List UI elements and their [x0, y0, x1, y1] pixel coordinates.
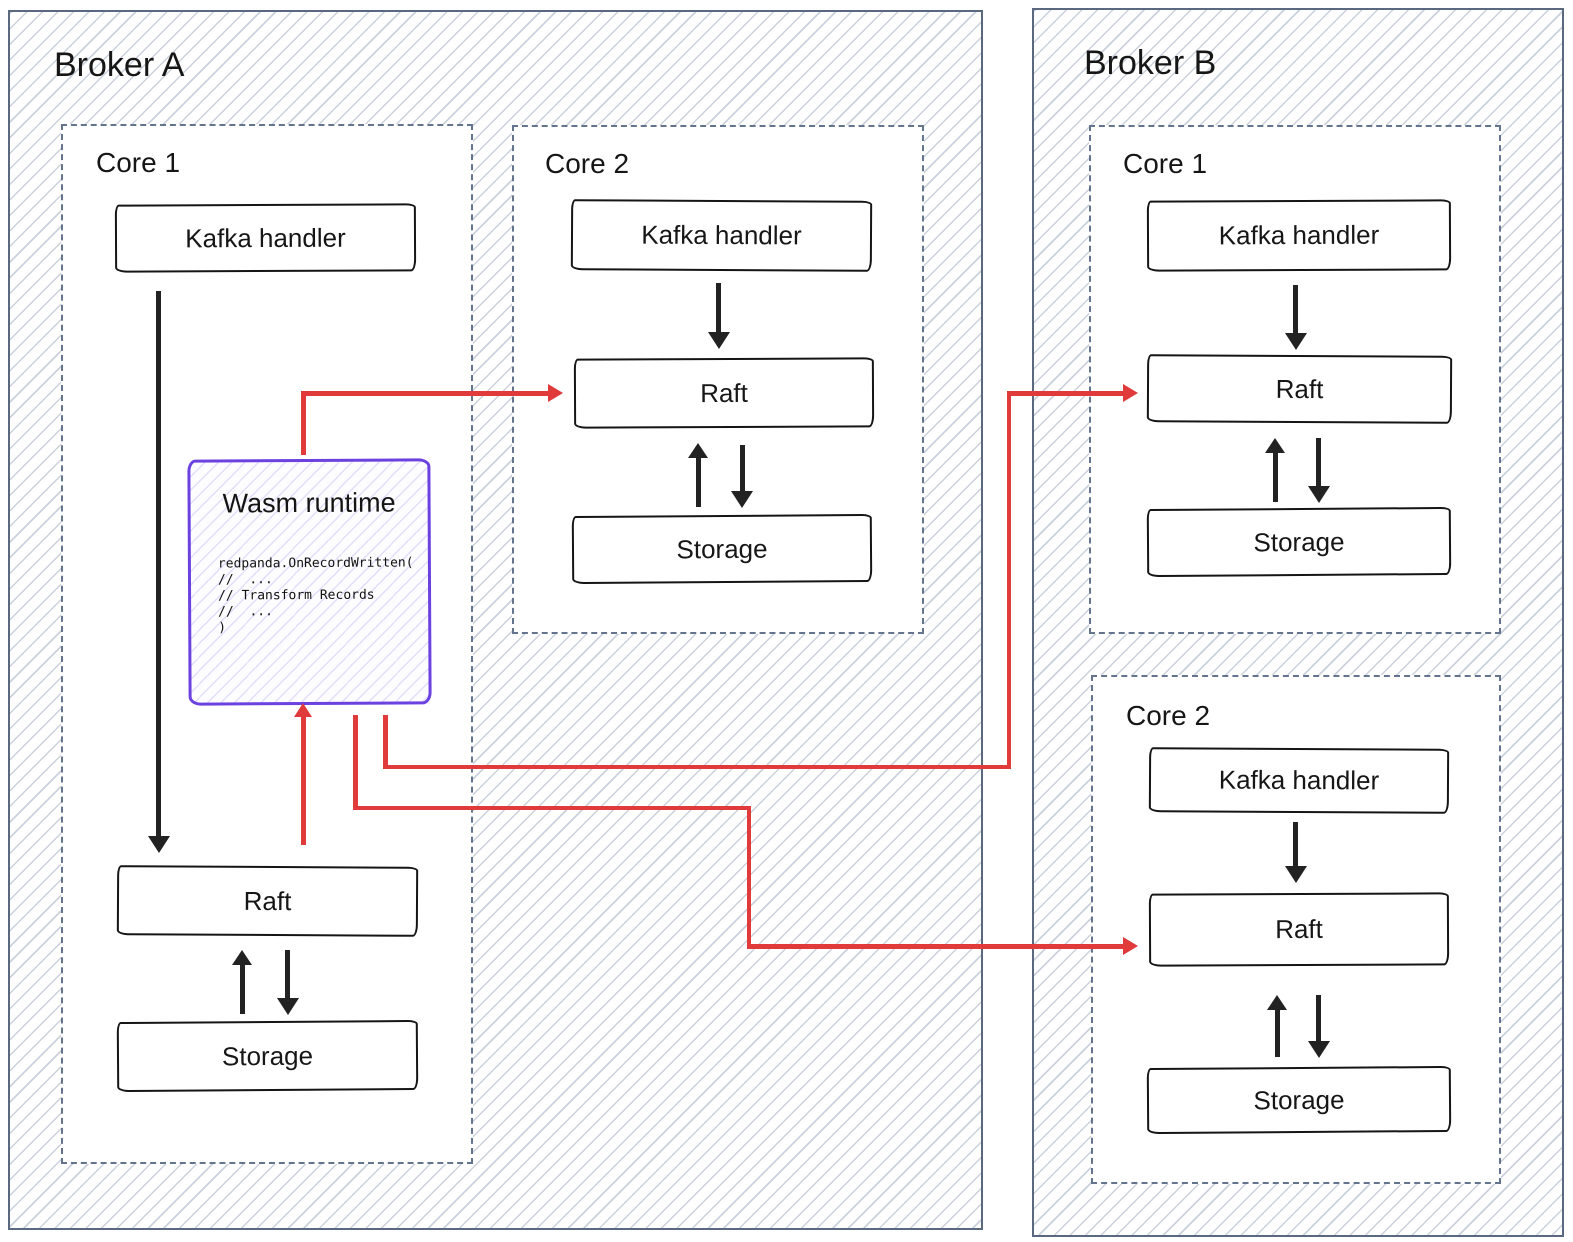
broker-b-core2-title: Core 2 — [1126, 700, 1211, 731]
raft-label: Raft — [1275, 913, 1323, 945]
arrowhead-down-icon — [277, 998, 299, 1015]
arrowhead-down-icon — [148, 836, 170, 853]
broker-b-core1-title: Core 1 — [1123, 148, 1208, 179]
broker-a-core2-panel: Core 2 Kafka handler Raft Storage — [512, 125, 924, 634]
kafka-handler-box: Kafka handler — [1148, 747, 1450, 814]
storage-label: Storage — [676, 533, 768, 564]
arrowhead-down-icon — [1308, 486, 1330, 503]
kafka-handler-label: Kafka handler — [1218, 219, 1380, 251]
broker-a-core1-panel: Core 1 Kafka handler Wasm runtime redpan… — [61, 124, 473, 1164]
arrowhead-down-icon — [708, 332, 730, 349]
wasm-code-line: // ... — [217, 572, 273, 588]
raft-box: Raft — [116, 865, 419, 937]
storage-box: Storage — [571, 513, 873, 585]
broker-a-title: Broker A — [54, 46, 185, 84]
wasm-runtime-title: Wasm runtime — [222, 487, 396, 519]
arrowhead-right-icon — [548, 384, 563, 402]
broker-a-core1-title: Core 1 — [96, 147, 181, 178]
kafka-handler-label: Kafka handler — [641, 219, 802, 251]
wasm-code-block: redpanda.OnRecordWritten( // ... // Tran… — [218, 555, 414, 636]
broker-b-core1-panel: Core 1 Kafka handler Raft Storage — [1089, 125, 1501, 634]
wasm-code-line: ) — [218, 620, 227, 636]
kafka-handler-label: Kafka handler — [1218, 764, 1380, 796]
arrowhead-right-icon — [1123, 384, 1138, 402]
raft-label: Raft — [1275, 373, 1324, 404]
raft-box: Raft — [1146, 354, 1453, 424]
storage-box: Storage — [1146, 506, 1452, 578]
arrowhead-up-icon — [294, 703, 312, 717]
arrowhead-down-icon — [1285, 333, 1307, 350]
kafka-handler-label: Kafka handler — [185, 222, 346, 253]
arrowhead-down-icon — [731, 491, 753, 508]
wasm-code-line: // ... — [218, 604, 273, 620]
storage-label: Storage — [221, 1040, 314, 1071]
broker-a-panel: Broker A Core 1 Kafka handler Wasm runti… — [8, 10, 983, 1230]
raft-box: Raft — [573, 357, 875, 429]
arrowhead-up-icon — [232, 950, 252, 965]
wasm-code-line: redpanda.OnRecordWritten( — [217, 555, 414, 572]
kafka-handler-box: Kafka handler — [1146, 199, 1452, 272]
arrowhead-down-icon — [1308, 1041, 1330, 1058]
arrowhead-up-icon — [1267, 995, 1287, 1010]
wasm-code-line: // Transform Records — [218, 587, 375, 604]
arrowhead-right-icon — [1123, 937, 1138, 955]
arrowhead-up-icon — [1265, 438, 1285, 453]
kafka-handler-box: Kafka handler — [570, 199, 873, 272]
raft-label: Raft — [700, 377, 748, 408]
raft-label: Raft — [243, 885, 292, 916]
storage-box: Storage — [1146, 1065, 1452, 1135]
broker-a-core2-title: Core 2 — [545, 148, 630, 179]
arrowhead-up-icon — [688, 443, 708, 458]
broker-b-core2-panel: Core 2 Kafka handler Raft Storage — [1091, 675, 1501, 1184]
broker-b-title: Broker B — [1084, 44, 1217, 82]
raft-box: Raft — [1148, 892, 1450, 967]
storage-label: Storage — [1253, 526, 1345, 557]
broker-b-panel: Broker B Core 1 Kafka handler Raft Stora… — [1032, 8, 1564, 1237]
arrowhead-down-icon — [1285, 866, 1307, 883]
storage-label: Storage — [1253, 1084, 1345, 1115]
wasm-runtime-box: Wasm runtime redpanda.OnRecordWritten( /… — [187, 458, 432, 706]
storage-box: Storage — [116, 1019, 419, 1093]
kafka-handler-box: Kafka handler — [114, 203, 417, 273]
